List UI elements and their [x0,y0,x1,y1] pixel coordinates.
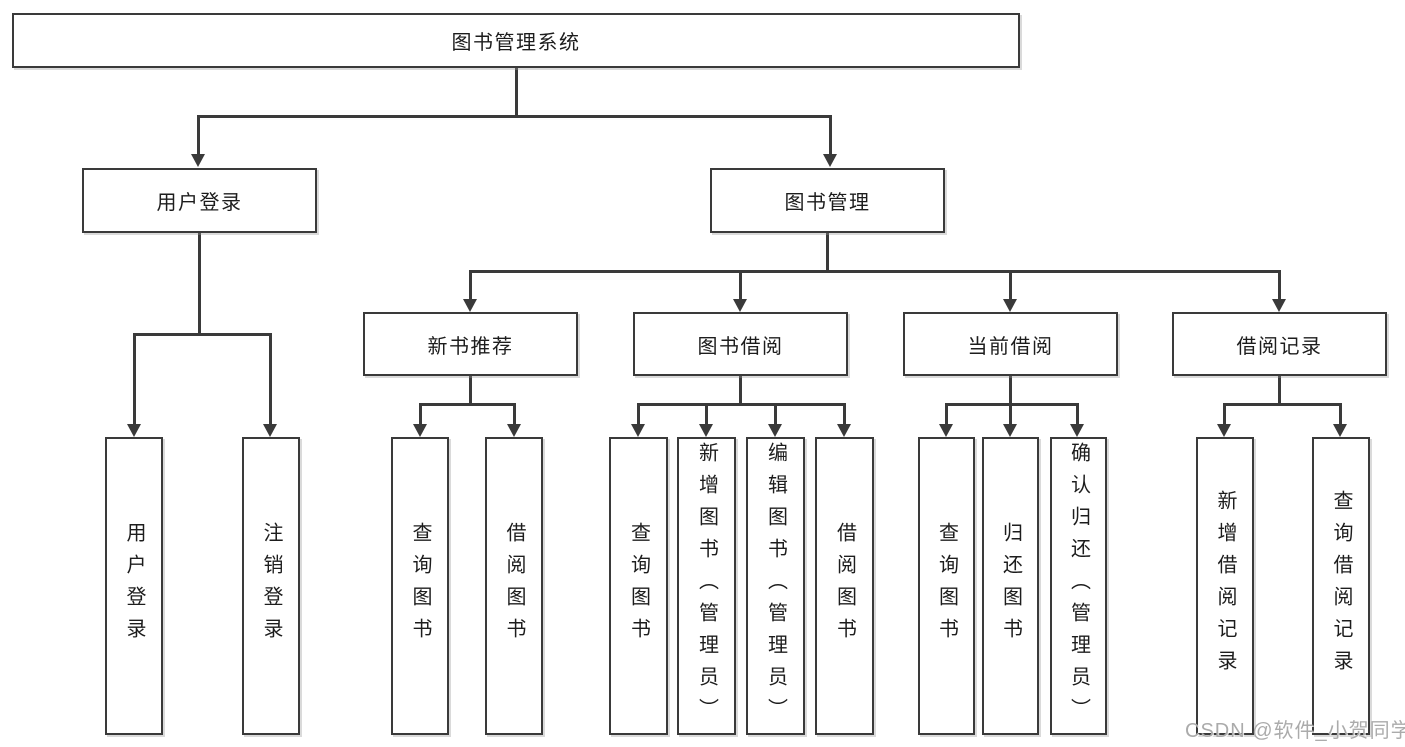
node-label: 图书管理系统 [451,32,581,54]
arrowhead-icon [463,299,477,312]
connector [1278,376,1281,406]
node-label: 图书借阅 [697,335,784,358]
node-label: 确认归还（管理员） [1067,442,1090,730]
arrowhead-icon [1003,424,1017,437]
connector [705,403,708,424]
arrowhead-icon [1217,424,1231,437]
connector [513,403,516,424]
arrowhead-icon [631,424,645,437]
node-label: 查询图书 [409,522,431,650]
leaf-add-books-admin: 新增图书（管理员） [677,437,736,735]
node-label: 当前借阅 [967,335,1054,358]
connector [843,403,846,424]
connector [1009,270,1012,299]
node-label: 图书管理 [784,192,871,214]
connector [945,403,948,424]
arrowhead-icon [1272,299,1286,312]
leaf-borrow-books: 借阅图书 [815,437,874,735]
node-label: 查询图书 [627,522,650,650]
connector [774,403,777,424]
connector [739,270,742,299]
node-label: 编辑图书（管理员） [764,442,787,730]
connector [133,333,136,424]
node-book-borrowing: 图书借阅 [633,312,848,376]
arrowhead-icon [837,424,851,437]
connector [469,270,1281,273]
leaf-query-books-recommend: 查询图书 [391,437,449,735]
leaf-query-borrow-record: 查询借阅记录 [1312,437,1370,735]
node-label: 用户登录 [156,192,243,214]
node-label: 查询借阅记录 [1330,490,1352,682]
arrowhead-icon [768,424,782,437]
connector [197,115,200,155]
connector [198,233,201,335]
node-label: 借阅图书 [503,522,525,650]
connector [419,403,422,424]
connector [739,376,742,406]
arrowhead-icon [823,154,837,167]
arrowhead-icon [1333,424,1347,437]
node-book-management: 图书管理 [710,168,945,233]
node-current-borrowing: 当前借阅 [903,312,1118,376]
connector [197,115,831,118]
arrowhead-icon [733,299,747,312]
connector [637,403,845,406]
arrowhead-icon [699,424,713,437]
connector [1339,403,1342,424]
leaf-logout: 注销登录 [242,437,300,735]
connector [269,333,272,424]
connector [1009,376,1012,406]
connector [1076,403,1079,424]
node-label: 借阅图书 [833,522,856,650]
node-label: 归还图书 [999,522,1022,650]
leaf-query-books-current: 查询图书 [918,437,975,735]
arrowhead-icon [1070,424,1084,437]
arrowhead-icon [1003,299,1017,312]
arrowhead-icon [263,424,277,437]
connector [469,376,472,406]
leaf-confirm-return-admin: 确认归还（管理员） [1050,437,1107,735]
arrowhead-icon [191,154,205,167]
connector [945,403,1079,406]
leaf-user-login: 用户登录 [105,437,163,735]
connector [826,233,829,273]
node-label: 新书推荐 [427,335,514,358]
connector [829,115,832,155]
leaf-borrow-books-recommend: 借阅图书 [485,437,543,735]
arrowhead-icon [939,424,953,437]
csdn-watermark: CSDN @软件_小贺同学 [1185,720,1405,742]
connector [1223,403,1226,424]
leaf-edit-books-admin: 编辑图书（管理员） [746,437,805,735]
connector [1278,270,1281,299]
connector [637,403,640,424]
connector [1009,403,1012,424]
connector [133,333,272,336]
node-new-book-recommendation: 新书推荐 [363,312,578,376]
node-user-login: 用户登录 [82,168,317,233]
leaf-return-books: 归还图书 [982,437,1039,735]
leaf-add-borrow-record: 新增借阅记录 [1196,437,1254,735]
node-label: 注销登录 [260,522,282,650]
node-label: 查询图书 [935,522,958,650]
node-label: 新增图书（管理员） [695,442,718,730]
node-label: 用户登录 [123,522,145,650]
connector [419,403,516,406]
node-borrowing-records: 借阅记录 [1172,312,1387,376]
connector [1223,403,1342,406]
node-label: 借阅记录 [1236,335,1323,358]
node-library-management-system: 图书管理系统 [12,13,1020,68]
arrowhead-icon [127,424,141,437]
connector [469,270,472,299]
connector [515,67,518,116]
arrowhead-icon [507,424,521,437]
node-label: 新增借阅记录 [1214,490,1236,682]
arrowhead-icon [413,424,427,437]
leaf-query-books-borrowing: 查询图书 [609,437,668,735]
